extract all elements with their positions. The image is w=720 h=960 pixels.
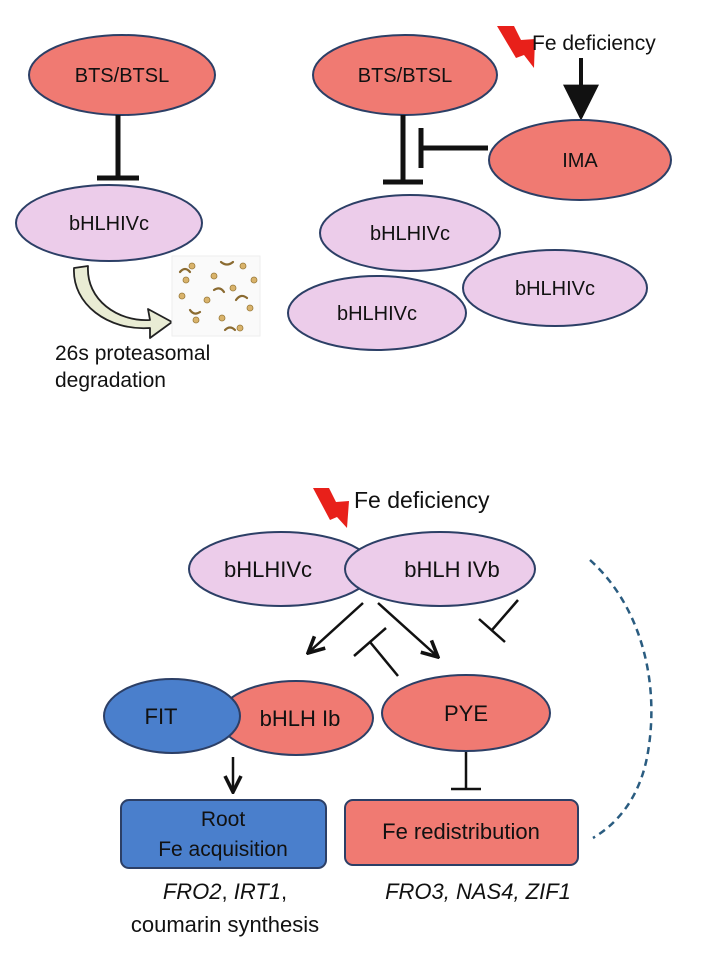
lightning-bolt-icon [497,26,535,68]
bts-btsl-label-right: BTS/BTSL [358,65,452,87]
top-right-panel: Fe deficiency BTS/BTSL IMA bHLHIVc bHLHI… [287,26,672,351]
gene-irt1: IRT1 [234,879,281,904]
curved-arrow-icon [73,265,173,339]
root-label: Root [201,808,246,831]
gene-separator-2: , [281,879,287,904]
fe-deficiency-label-top: Fe deficiency [532,32,656,55]
degradation-label-line2: degradation [55,369,166,392]
fit-label: FIT [145,704,178,729]
peptide-fragments-icon [171,255,261,337]
inhibition-bar-ivb-to-pye [478,599,519,643]
bhlh-ivb-node [344,531,536,607]
inhibition-bar-bts-right [383,115,423,185]
fe-acquisition-label: Fe acquisition [158,838,288,861]
bhlhivc-label-right-1: bHLHIVc [370,223,450,245]
fit-node [103,678,241,754]
bhlhivc-label-right-2: bHLHIVc [515,278,595,300]
gene-fro2: FRO2 [163,879,222,904]
bhlhivc-label-left: bHLHIVc [69,213,149,235]
bhlhivc-node-right-3 [287,275,467,351]
root-fe-acquisition-box [120,799,327,869]
degradation-label-line1: 26s proteasomal [55,342,210,365]
activation-arrow-to-pye [377,602,438,657]
inhibition-bar-ima [418,128,488,168]
bts-btsl-label-left: BTS/BTSL [75,65,169,87]
inhibition-bar-pye-to-fit [353,627,399,677]
bottom-panel: Fe deficiency bHLHIVc bHLH IVb FIT bHLH … [103,487,653,937]
target-genes-left-line2: coumarin synthesis [131,912,319,937]
activation-arrow-to-fit [308,602,364,653]
bhlh-ivb-label: bHLH IVb [404,557,499,582]
fe-redistribution-label: Fe redistribution [382,819,540,844]
inhibition-bar-pye-to-redistribution [451,752,481,791]
ima-label: IMA [562,150,598,172]
lightning-bolt-icon [313,488,349,528]
gene-separator-1: , [222,879,234,904]
bhlhivc-node-right-2 [462,249,648,327]
bhlhivc-label-complex: bHLHIVc [224,557,312,582]
ima-node [488,119,672,201]
bhlhivc-node-right-1 [319,194,501,272]
target-genes-left-line1: FRO2, IRT1, [163,879,287,904]
target-genes-right: FRO3, NAS4, ZIF1 [385,879,571,904]
fe-deficiency-label-bottom: Fe deficiency [354,487,490,513]
top-left-panel: BTS/BTSL bHLHIVc 26s proteasomal degra [15,34,261,392]
fe-redistribution-box [344,799,579,866]
bhlhivc-node-left [15,184,203,262]
pye-node [381,674,551,752]
pye-label: PYE [444,701,488,726]
bts-btsl-node-left [28,34,216,116]
inhibition-bar-left [97,115,139,181]
bhlh-ib-label: bHLH Ib [260,706,341,731]
bhlhivc-label-right-3: bHLHIVc [337,303,417,325]
feedback-dashed-arc [589,559,653,840]
